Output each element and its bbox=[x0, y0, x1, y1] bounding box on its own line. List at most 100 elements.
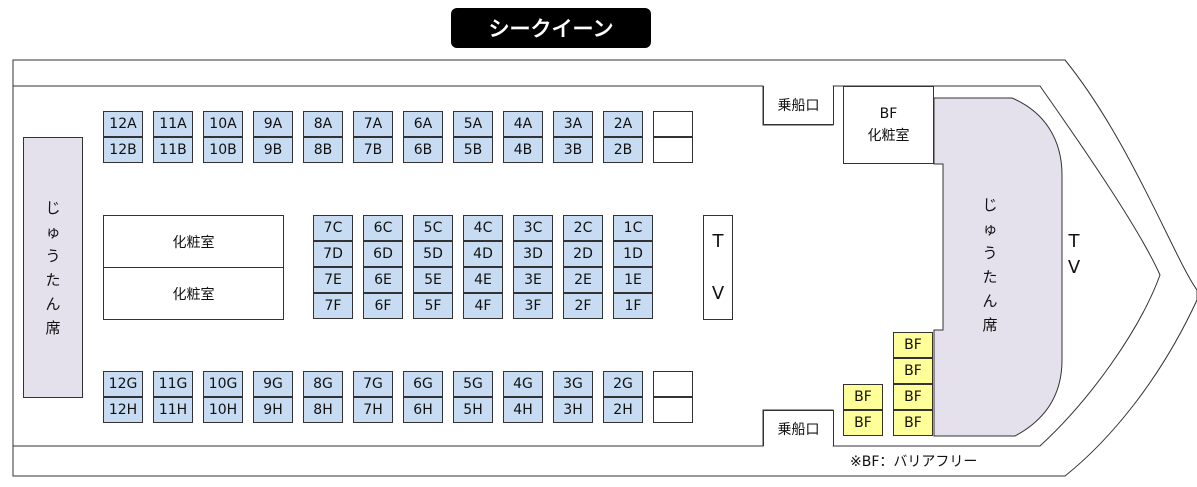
seat[interactable]: 3C bbox=[513, 215, 553, 241]
tv-char: T bbox=[1068, 231, 1080, 252]
seat[interactable]: 6C bbox=[363, 215, 403, 241]
seat[interactable]: 6E bbox=[363, 267, 403, 293]
seat[interactable]: 1E bbox=[613, 267, 653, 293]
seat[interactable]: 9H bbox=[253, 397, 293, 423]
seat[interactable]: 10G bbox=[203, 371, 243, 397]
tatami-seating-left: じ ゅ う た ん 席 bbox=[23, 137, 83, 398]
barrier-free-seat[interactable]: BF bbox=[893, 384, 933, 410]
seat[interactable]: 10H bbox=[203, 397, 243, 423]
seat[interactable]: 5G bbox=[453, 371, 493, 397]
seat[interactable]: 7B bbox=[353, 137, 393, 163]
seat[interactable]: 9A bbox=[253, 111, 293, 137]
seat[interactable]: 2H bbox=[603, 397, 643, 423]
tatami-char: た bbox=[982, 268, 998, 286]
seat[interactable]: 2G bbox=[603, 371, 643, 397]
seat[interactable]: 12A bbox=[103, 111, 143, 137]
seat[interactable]: 5F bbox=[413, 293, 453, 319]
seat[interactable]: 3H bbox=[553, 397, 593, 423]
barrier-free-seat[interactable]: BF bbox=[843, 410, 883, 436]
seat[interactable]: 2C bbox=[563, 215, 603, 241]
seat[interactable]: 4A bbox=[503, 111, 543, 137]
seat[interactable]: 7G bbox=[353, 371, 393, 397]
bf-restroom-line2: 化粧室 bbox=[867, 128, 910, 144]
seat[interactable]: 12H bbox=[103, 397, 143, 423]
boarding-gate-top: 乗船口 bbox=[763, 86, 834, 125]
seat[interactable]: 1D bbox=[613, 241, 653, 267]
seat[interactable]: 12G bbox=[103, 371, 143, 397]
seat[interactable]: 7A bbox=[353, 111, 393, 137]
seat[interactable]: 8B bbox=[303, 137, 343, 163]
seat[interactable]: 2F bbox=[563, 293, 603, 319]
seat[interactable]: 4F bbox=[463, 293, 503, 319]
barrier-free-seat[interactable]: BF bbox=[893, 332, 933, 358]
seat[interactable]: 6A bbox=[403, 111, 443, 137]
seat[interactable]: 11H bbox=[153, 397, 193, 423]
seat[interactable]: 9G bbox=[253, 371, 293, 397]
seat[interactable]: 3D bbox=[513, 241, 553, 267]
seat[interactable]: 3A bbox=[553, 111, 593, 137]
seat[interactable]: 2E bbox=[563, 267, 603, 293]
legend-note: ※BF：バリアフリー bbox=[850, 454, 978, 470]
seat[interactable]: 5A bbox=[453, 111, 493, 137]
restroom-2: 化粧室 bbox=[103, 267, 284, 320]
seat[interactable]: 7C bbox=[313, 215, 353, 241]
empty-seat-slot bbox=[653, 111, 693, 137]
seat[interactable]: 6H bbox=[403, 397, 443, 423]
seat[interactable]: 3E bbox=[513, 267, 553, 293]
seat[interactable]: 4C bbox=[463, 215, 503, 241]
seat[interactable]: 5E bbox=[413, 267, 453, 293]
seat[interactable]: 6D bbox=[363, 241, 403, 267]
seat[interactable]: 11G bbox=[153, 371, 193, 397]
seat[interactable]: 9B bbox=[253, 137, 293, 163]
seat[interactable]: 2B bbox=[603, 137, 643, 163]
tv-char: T bbox=[712, 230, 724, 252]
seat[interactable]: 6F bbox=[363, 293, 403, 319]
seat[interactable]: 8H bbox=[303, 397, 343, 423]
seat[interactable]: 7E bbox=[313, 267, 353, 293]
seat[interactable]: 10A bbox=[203, 111, 243, 137]
page-title: シークイーン bbox=[451, 8, 651, 48]
barrier-free-seat[interactable]: BF bbox=[893, 410, 933, 436]
seat[interactable]: 7H bbox=[353, 397, 393, 423]
seat[interactable]: 4B bbox=[503, 137, 543, 163]
seat[interactable]: 11A bbox=[153, 111, 193, 137]
seat[interactable]: 2D bbox=[563, 241, 603, 267]
tv-right: T V bbox=[1060, 225, 1088, 285]
seat[interactable]: 8A bbox=[303, 111, 343, 137]
seat[interactable]: 3B bbox=[553, 137, 593, 163]
seat[interactable]: 8G bbox=[303, 371, 343, 397]
bf-restroom-line1: BF bbox=[879, 106, 898, 122]
empty-seat-slot bbox=[653, 371, 693, 397]
tatami-char: ん bbox=[45, 294, 61, 313]
seat[interactable]: 5B bbox=[453, 137, 493, 163]
seat[interactable]: 4H bbox=[503, 397, 543, 423]
barrier-free-seat[interactable]: BF bbox=[893, 358, 933, 384]
barrier-free-restroom: BF 化粧室 bbox=[843, 86, 934, 164]
seat[interactable]: 5C bbox=[413, 215, 453, 241]
tatami-char: た bbox=[45, 270, 61, 289]
seat[interactable]: 4D bbox=[463, 241, 503, 267]
tatami-char: ゅ bbox=[982, 220, 998, 238]
seat[interactable]: 7F bbox=[313, 293, 353, 319]
seat[interactable]: 3G bbox=[553, 371, 593, 397]
seat[interactable]: 3F bbox=[513, 293, 553, 319]
seat[interactable]: 10B bbox=[203, 137, 243, 163]
seat[interactable]: 1F bbox=[613, 293, 653, 319]
seat[interactable]: 7D bbox=[313, 241, 353, 267]
barrier-free-seat[interactable]: BF bbox=[843, 384, 883, 410]
seat[interactable]: 1C bbox=[613, 215, 653, 241]
tatami-char: じ bbox=[45, 198, 61, 217]
seat[interactable]: 4G bbox=[503, 371, 543, 397]
seat[interactable]: 5H bbox=[453, 397, 493, 423]
seat[interactable]: 11B bbox=[153, 137, 193, 163]
seat[interactable]: 6G bbox=[403, 371, 443, 397]
seat[interactable]: 6B bbox=[403, 137, 443, 163]
restroom-1: 化粧室 bbox=[103, 215, 284, 268]
empty-seat-slot bbox=[653, 397, 693, 423]
tv-center: T V bbox=[703, 215, 733, 320]
seat[interactable]: 2A bbox=[603, 111, 643, 137]
tatami-char: 席 bbox=[45, 318, 61, 337]
seat[interactable]: 4E bbox=[463, 267, 503, 293]
seat[interactable]: 12B bbox=[103, 137, 143, 163]
seat[interactable]: 5D bbox=[413, 241, 453, 267]
